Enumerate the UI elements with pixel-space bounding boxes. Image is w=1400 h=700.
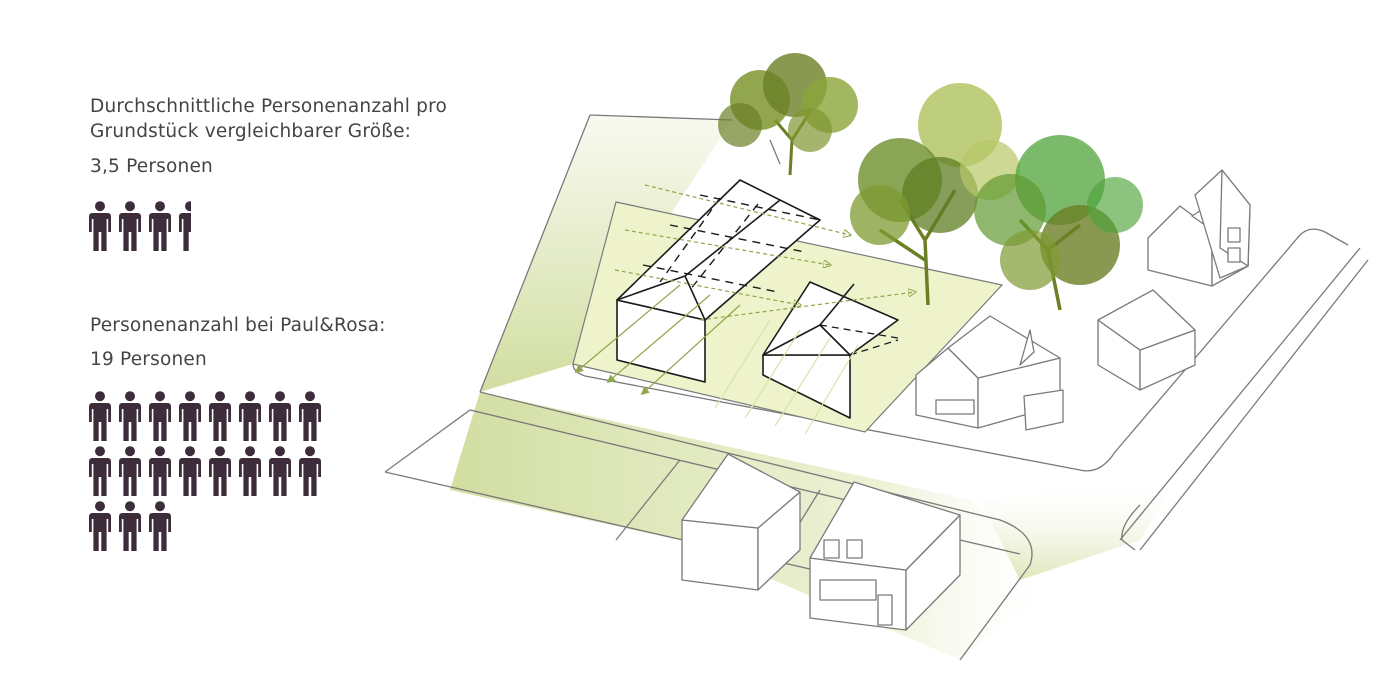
person-icon (119, 501, 149, 551)
existing-buildings (681, 169, 1251, 631)
green-path-east (980, 475, 1180, 580)
person-icon (89, 446, 119, 496)
person-icon (179, 391, 209, 441)
person-icon (299, 446, 329, 496)
person-icon-row (89, 501, 329, 551)
person-icon (299, 391, 329, 441)
person-icon-row (89, 391, 329, 441)
site-plan-illustration (384, 53, 1369, 661)
arrow-icon (574, 284, 681, 374)
person-icon (89, 501, 119, 551)
arrow-icon (699, 292, 915, 321)
person-icon (119, 446, 149, 496)
average-heading-line2: Grundstück vergleichbarer Größe: (90, 121, 412, 142)
tree-icon (974, 135, 1143, 311)
person-icon (89, 391, 119, 441)
paul-rosa-persons-heading: Personenanzahl bei Paul&Rosa: (90, 315, 386, 336)
average-persons-heading: Durchschnittliche Personenanzahl pro Gru… (90, 94, 530, 144)
person-icon-row (89, 446, 329, 496)
person-icon-row (89, 201, 191, 251)
person-icon (239, 446, 269, 496)
average-heading-line1: Durchschnittliche Personenanzahl pro (90, 96, 448, 117)
arrow-icon (640, 304, 741, 396)
person-icon (269, 446, 299, 496)
person-icon (149, 501, 179, 551)
tree-icon (850, 83, 1020, 306)
person-icon (209, 446, 239, 496)
person-icon (149, 391, 179, 441)
person-icon (269, 391, 299, 441)
average-persons-count: 3,5 Personen (90, 156, 213, 177)
person-icon (209, 391, 239, 441)
person-icon (239, 391, 269, 441)
person-icon (179, 201, 191, 251)
average-persons-icons (89, 201, 191, 256)
paul-rosa-persons-count: 19 Personen (90, 349, 207, 370)
person-icon (89, 201, 119, 251)
new-buildings (616, 179, 899, 419)
person-icon (119, 201, 149, 251)
trees (718, 53, 1143, 311)
person-icon (149, 446, 179, 496)
person-icon (149, 201, 179, 251)
tree-icon (718, 53, 858, 176)
movement-arrows (574, 184, 915, 435)
person-icon (179, 446, 209, 496)
arrow-icon (614, 269, 800, 305)
arrow-icon (644, 184, 850, 235)
paul-rosa-persons-icons (89, 391, 329, 556)
person-icon (119, 391, 149, 441)
arrow-icon (606, 294, 711, 384)
